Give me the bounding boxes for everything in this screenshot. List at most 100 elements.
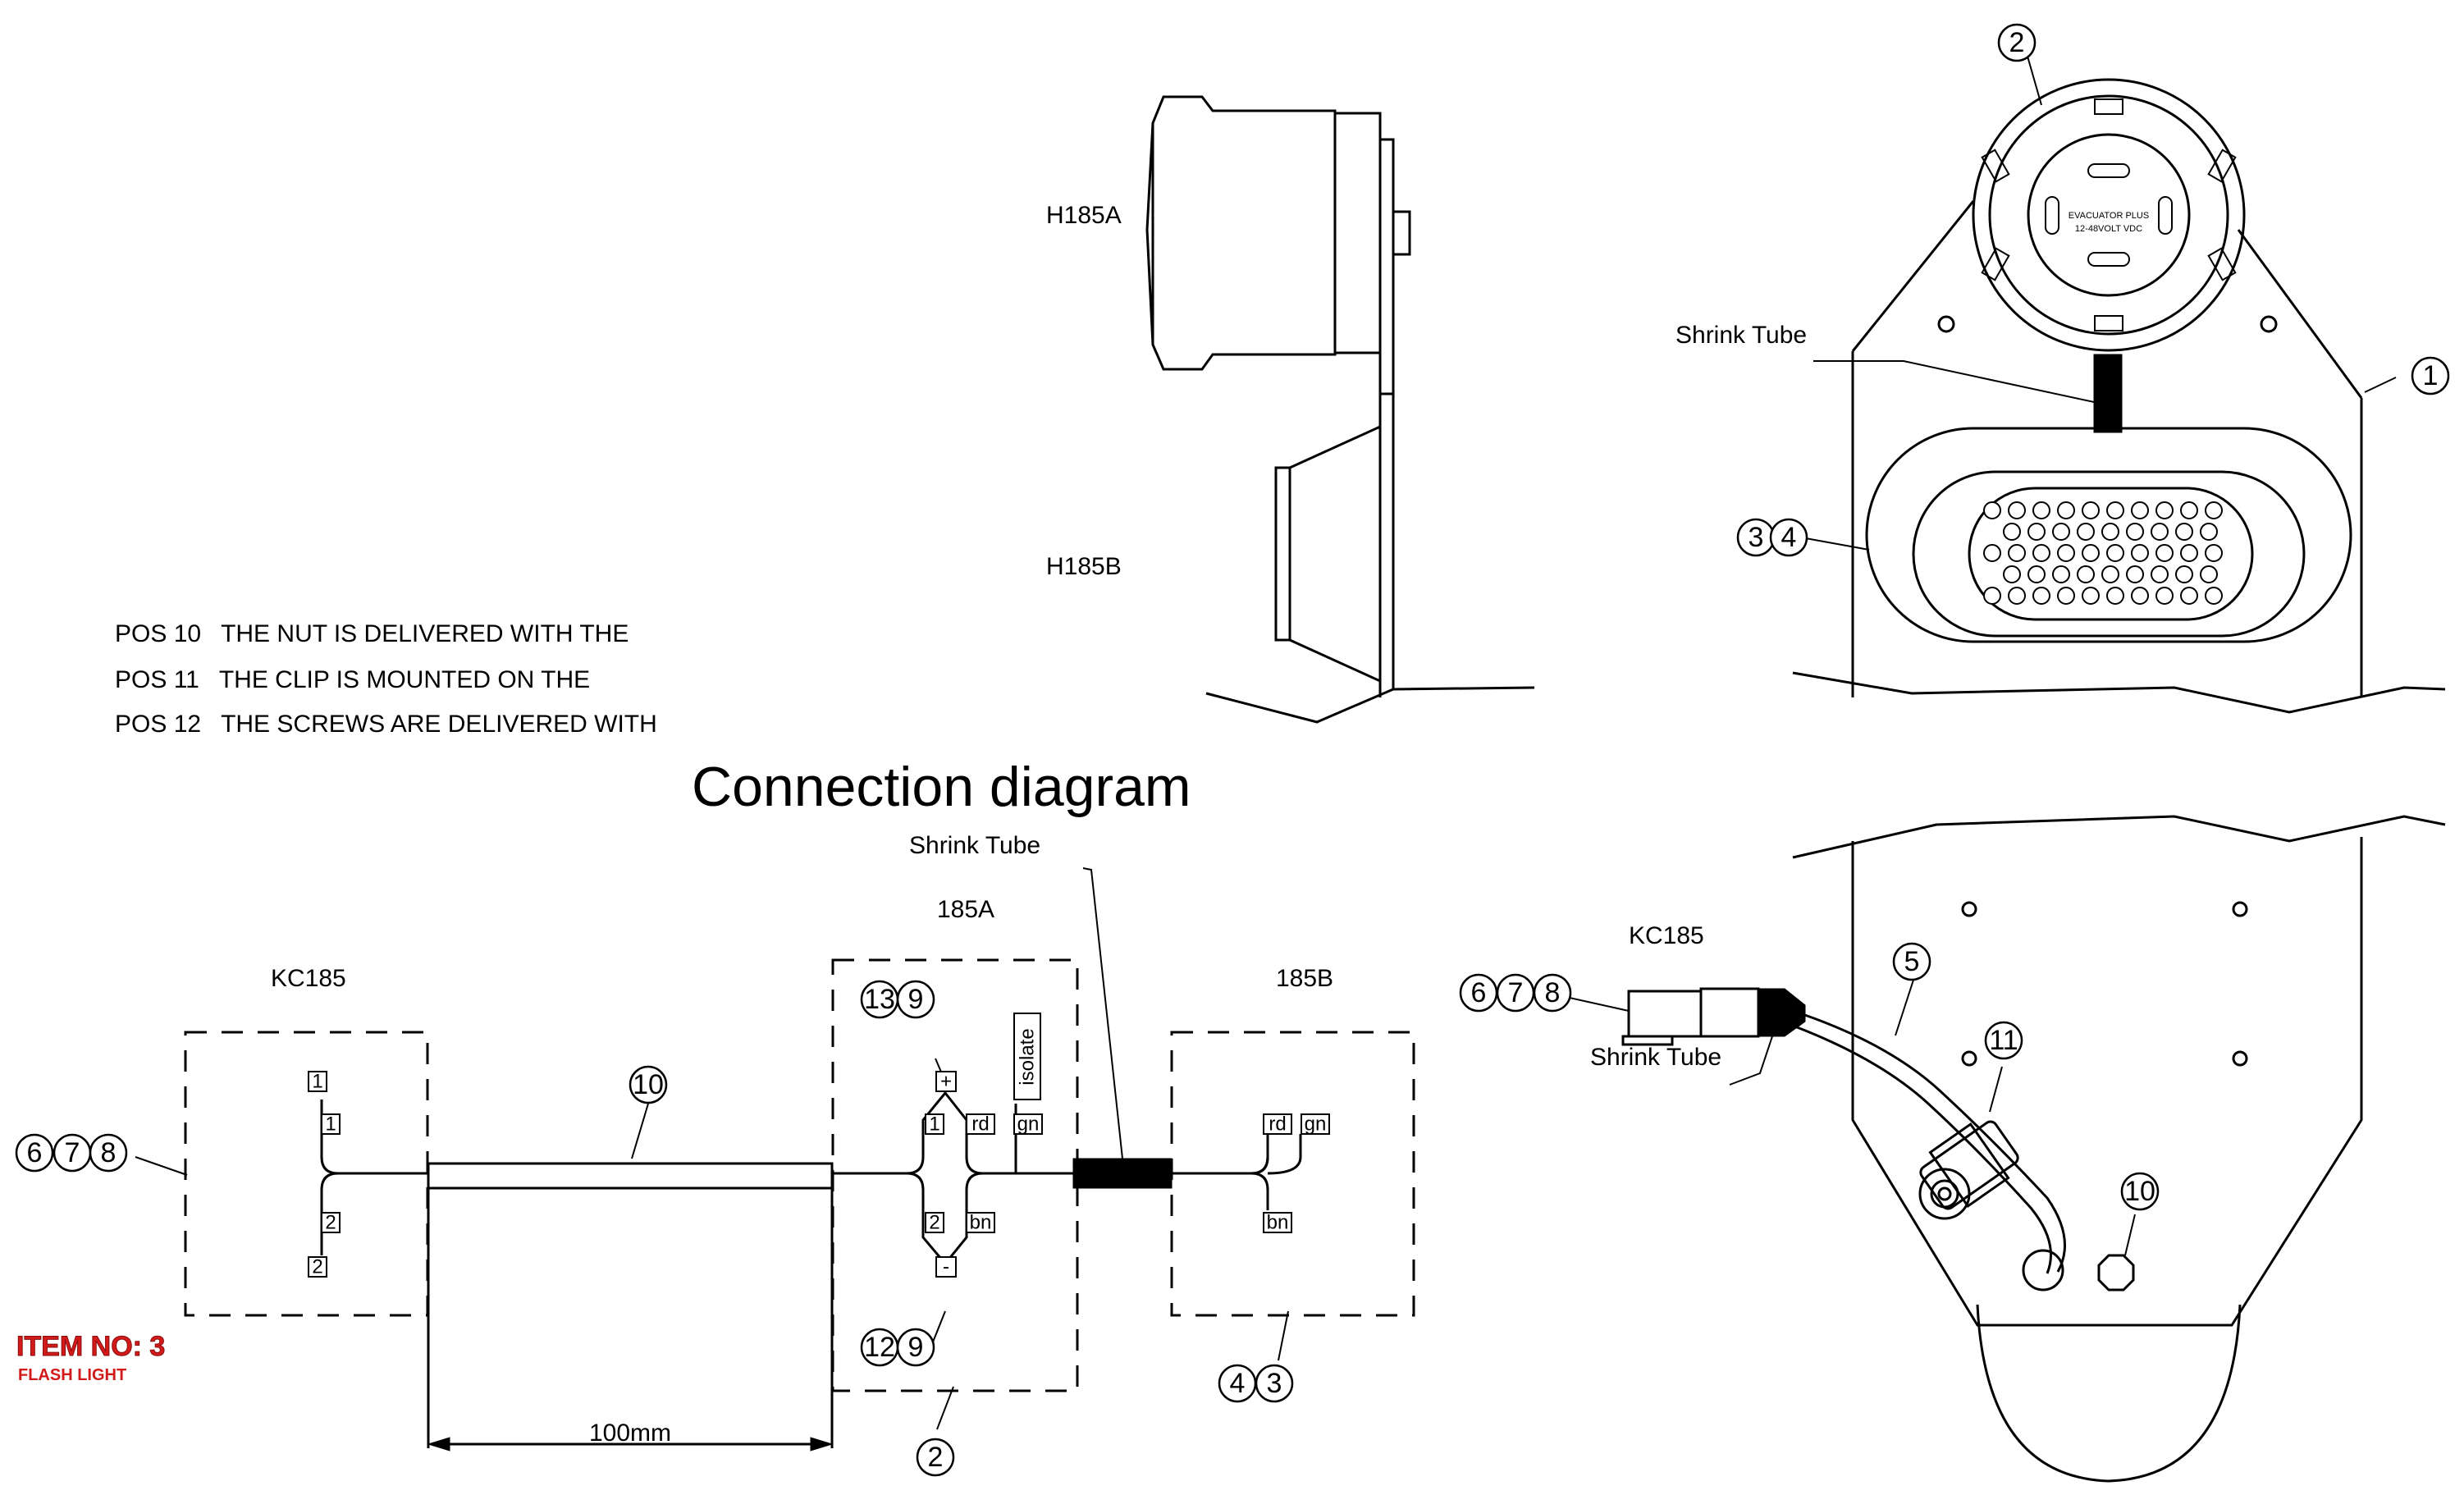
svg-text:6: 6	[1471, 977, 1487, 1008]
pin-hole	[2003, 523, 2021, 541]
pin-hole	[2106, 544, 2124, 562]
svg-text:1: 1	[2423, 360, 2439, 391]
bubble-6: 6	[15, 1133, 54, 1173]
kc185-right-label: KC185	[1629, 922, 1704, 949]
pin-hole	[2180, 501, 2198, 519]
isolate-label: isolate	[1017, 1028, 1039, 1085]
pin-hole	[2003, 565, 2021, 583]
svg-text:10: 10	[633, 1069, 664, 1100]
pin-hole	[2032, 544, 2050, 562]
pin-hole	[1983, 587, 2001, 605]
pin-hole	[2057, 544, 2075, 562]
svg-text:13: 13	[864, 984, 895, 1015]
note-pos: POS 11	[115, 666, 199, 693]
svg-text:9: 9	[908, 1332, 924, 1363]
dimension-label: 100mm	[589, 1420, 671, 1447]
pin-hole	[2155, 544, 2174, 562]
pin-hole	[2131, 587, 2149, 605]
terminal-2: 2	[312, 1256, 322, 1278]
item-number: ITEM NO: 3	[16, 1331, 165, 1362]
terminal-gn: gn	[1305, 1113, 1327, 1136]
pin-hole	[2101, 523, 2119, 541]
pin-hole	[2106, 501, 2124, 519]
svg-text:7: 7	[65, 1137, 80, 1168]
shrink-tube-bottom-label: Shrink Tube	[1590, 1044, 1721, 1071]
pin-hole	[2180, 544, 2198, 562]
pin-hole	[2106, 587, 2124, 605]
pin-hole	[2077, 565, 2095, 583]
bubble-3: 3	[1255, 1364, 1294, 1403]
terminal-gn: gn	[1017, 1113, 1040, 1136]
bubble-4: 4	[1769, 518, 1808, 557]
terminal-rd: rd	[971, 1113, 989, 1136]
bubble-8: 8	[1533, 973, 1572, 1013]
bubble-13: 13	[860, 980, 899, 1019]
svg-text:3: 3	[1267, 1368, 1282, 1399]
svg-text:12: 12	[864, 1332, 895, 1363]
item-stamp: ITEM NO: 3 FLASH LIGHT	[16, 1331, 166, 1385]
pin-hole	[2052, 523, 2070, 541]
terminal-2: 2	[929, 1212, 939, 1234]
svg-text:6: 6	[27, 1137, 43, 1168]
pin-hole	[1983, 544, 2001, 562]
note-text: THE CLIP IS MOUNTED ON THE	[219, 666, 590, 693]
pin-hole	[2008, 501, 2026, 519]
shrink-tube-top-label: Shrink Tube	[1675, 322, 1807, 349]
pin-hole	[2200, 565, 2218, 583]
pin-hole	[2008, 587, 2026, 605]
pin-hole	[2175, 565, 2193, 583]
bubble-7: 7	[53, 1133, 92, 1173]
bubble-7: 7	[1496, 973, 1535, 1013]
lamp-text-2: 12-48VOLT VDC	[2075, 224, 2142, 234]
pin-hole	[2131, 544, 2149, 562]
svg-text:2: 2	[2009, 27, 2025, 58]
bubble-12: 12	[860, 1328, 899, 1367]
terminal-bn: bn	[1267, 1212, 1289, 1234]
pin-hole	[2131, 501, 2149, 519]
svg-text:4: 4	[1230, 1368, 1246, 1399]
pin-hole	[2126, 565, 2144, 583]
side-view: H185A H185B	[1046, 95, 1535, 724]
pin-hole	[2032, 501, 2050, 519]
svg-text:10: 10	[2124, 1176, 2155, 1207]
pin-hole	[2032, 587, 2050, 605]
pin-hole	[2008, 544, 2026, 562]
bubble-6: 6	[1459, 973, 1498, 1013]
mounting-view: KC185 Shrink Tube	[1554, 53, 2446, 1483]
pin-hole	[2151, 565, 2169, 583]
pin-hole	[2077, 523, 2095, 541]
terminal-rd: rd	[1269, 1113, 1286, 1136]
bubble-2: 2	[916, 1438, 955, 1477]
label-185a: 185A	[937, 896, 994, 923]
terminal-minus: -	[943, 1256, 949, 1278]
bubble-1: 1	[2411, 356, 2450, 395]
svg-text:3: 3	[1749, 522, 1764, 553]
svg-text:9: 9	[908, 984, 924, 1015]
pin-holes	[1983, 501, 2223, 605]
bubble-2-top: 2	[1997, 23, 2037, 62]
pin-hole	[2057, 587, 2075, 605]
bubble-5: 5	[1892, 942, 1931, 981]
pin-hole	[2057, 501, 2075, 519]
pin-hole	[2205, 587, 2223, 605]
bubble-9: 9	[896, 980, 935, 1019]
pin-hole	[2155, 501, 2174, 519]
terminal-2: 2	[325, 1212, 336, 1234]
pin-hole	[2205, 544, 2223, 562]
svg-text:4: 4	[1781, 522, 1797, 553]
label-h185b: H185B	[1046, 553, 1122, 580]
bubble-8: 8	[89, 1133, 128, 1173]
terminal-1: 1	[929, 1113, 939, 1136]
terminal-bn: bn	[970, 1212, 992, 1234]
bubble-10: 10	[629, 1065, 668, 1104]
pin-hole	[2126, 523, 2144, 541]
pin-hole	[2052, 565, 2070, 583]
pin-hole	[2155, 587, 2174, 605]
bubble-11: 11	[1984, 1021, 2023, 1060]
pin-hole	[2175, 523, 2193, 541]
bubble-10: 10	[2120, 1172, 2160, 1211]
pin-hole	[1983, 501, 2001, 519]
note-text: THE NUT IS DELIVERED WITH THE	[221, 620, 629, 647]
